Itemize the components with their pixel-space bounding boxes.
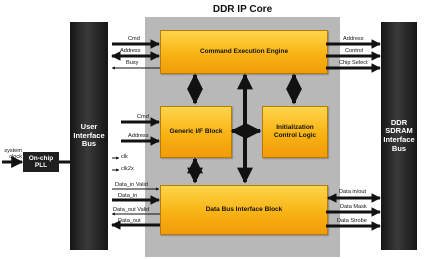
signal-ddr-chip-select: Chip Select [339, 60, 368, 66]
signal-data-in: Data_in [118, 193, 138, 199]
pll-label: On-chip PLL [28, 154, 54, 169]
initialization-control-logic: Initialization Control Logic [262, 106, 328, 158]
command-execution-engine: Command Execution Engine [160, 30, 328, 74]
signal-busy: Busy [126, 60, 139, 66]
signal-clk2x: clk2x [121, 166, 134, 172]
on-chip-pll: On-chip PLL [23, 152, 59, 172]
signal-ddr-data-mask: Data Mask [340, 204, 367, 210]
ddr-sdram-interface-bus: DDR SDRAM Interface Bus [381, 22, 417, 250]
cmd-engine-label: Command Execution Engine [199, 48, 289, 56]
signal-data-out: Data_out [118, 218, 141, 224]
user-interface-bus: User Interface Bus [70, 22, 108, 250]
data-bus-if-label: Data Bus Interface Block [205, 206, 283, 214]
signal-address-mid: Address [128, 133, 149, 139]
ddr-sdram-bus-label: DDR SDRAM Interface Bus [383, 117, 415, 153]
signal-ddr-control: Control [345, 48, 364, 54]
signal-address-top: Address [120, 48, 141, 54]
signal-ddr-data-strobe: Data Strobe [337, 218, 367, 224]
signal-data-out-valid: Data_out Valid [113, 207, 150, 213]
generic-if-label: Generic I/F Block [169, 128, 223, 136]
init-ctrl-label: Initialization Control Logic [273, 124, 317, 139]
signal-clk: clk [121, 154, 128, 160]
signal-ddr-address: Address [343, 36, 364, 42]
core-title: DDR IP Core [212, 4, 273, 15]
signal-data-in-valid: Data_in Valid [115, 182, 148, 188]
data-bus-interface-block: Data Bus Interface Block [160, 185, 328, 235]
signal-cmd-mid: Cmd [137, 114, 149, 120]
signal-cmd-top: Cmd [128, 36, 140, 42]
signal-ddr-data-inout: Data in/out [339, 189, 367, 195]
user-interface-bus-label: User Interface Bus [73, 122, 105, 149]
